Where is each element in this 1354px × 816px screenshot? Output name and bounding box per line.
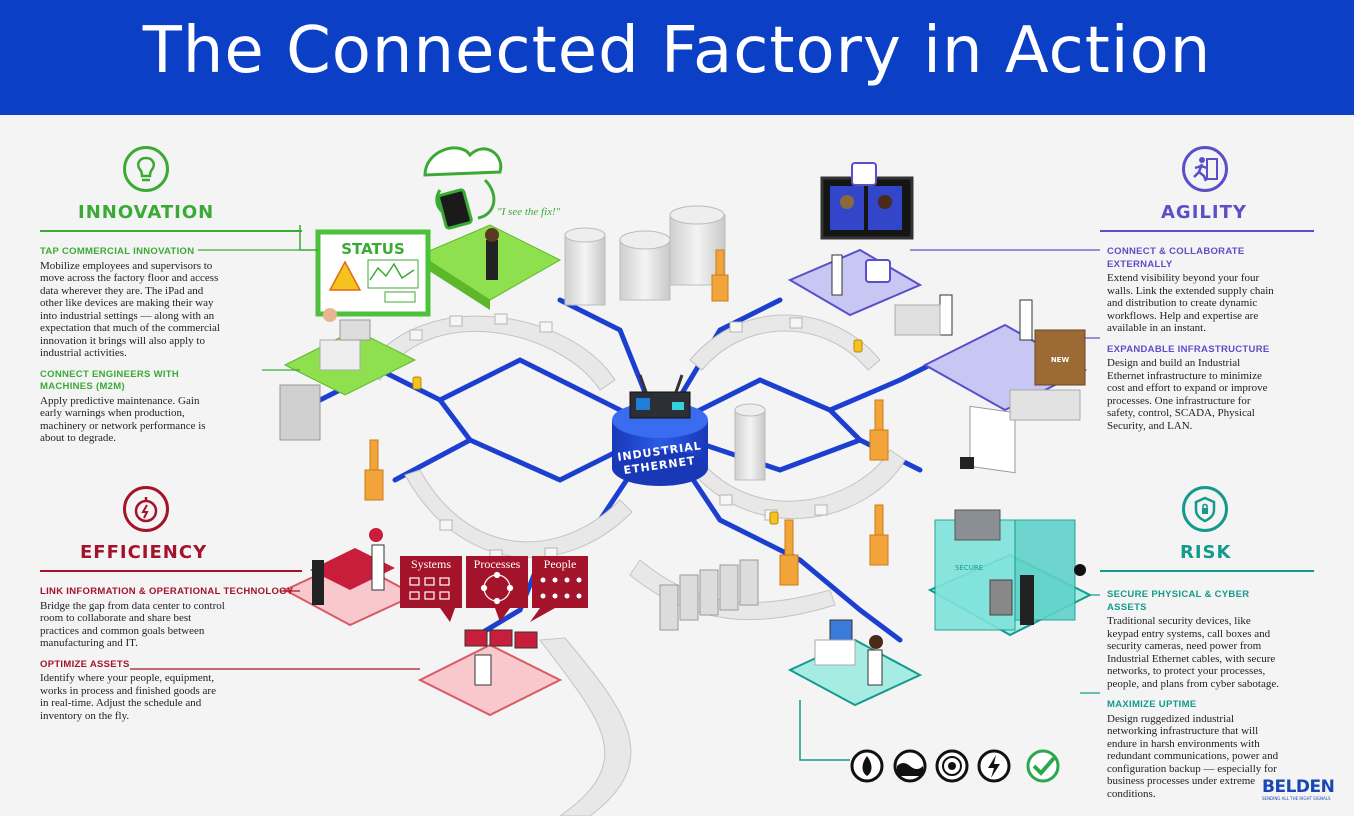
risk-item-2-text: Design ruggedized industrial networking … xyxy=(1107,712,1279,800)
innovation-rule xyxy=(40,230,302,232)
agility-title: AGILITY xyxy=(1161,202,1247,223)
efficiency-item-2-heading: OPTIMIZE ASSETS xyxy=(40,658,130,670)
efficiency-item-2-text: Identify where your people, equipment, w… xyxy=(40,672,216,722)
title-banner: The Connected Factory in Action xyxy=(0,0,1354,115)
innovation-item-2-heading: CONNECT ENGINEERS WITH MACHINES (M2M) xyxy=(40,368,180,393)
risk-text: SECURE PHYSICAL & CYBER ASSETS Tradition… xyxy=(1107,589,1285,800)
efficiency-title: EFFICIENCY xyxy=(80,542,208,563)
agility-item-1-text: Extend visibility beyond your four walls… xyxy=(1107,272,1274,334)
checkmark-icon xyxy=(1026,749,1060,783)
risk-item-1-text: Traditional security devices, like keypa… xyxy=(1107,615,1279,690)
efficiency-item-1-text: Bridge the gap from data center to contr… xyxy=(40,599,225,650)
tag-processes: Processes xyxy=(474,557,521,571)
efficiency-text: LINK INFORMATION & OPERATIONAL TECHNOLOG… xyxy=(40,586,294,722)
innovation-title: INNOVATION xyxy=(78,202,215,223)
lightbulb-icon xyxy=(123,146,169,192)
secure-label: SECURE xyxy=(955,564,983,572)
agility-item-2-heading: EXPANDABLE INFRASTRUCTURE xyxy=(1107,343,1270,355)
boxes xyxy=(409,313,828,561)
belden-tagline: SENDING ALL THE RIGHT SIGNALS xyxy=(1262,796,1331,801)
stopwatch-icon xyxy=(123,486,169,532)
agility-item-2-text: Design and build an Industrial Ethernet … xyxy=(1107,357,1268,432)
efficiency-platform-control xyxy=(417,629,563,717)
status-screen-label: STATUS xyxy=(341,240,405,258)
agility-platform-video xyxy=(787,162,923,317)
factory-scene: INDUSTRIAL ETHERNET "I see the fix!" STA… xyxy=(130,146,1100,816)
innovation-platform-desk xyxy=(279,308,417,441)
cloud-sync-icon xyxy=(423,146,503,220)
shield-lock-icon xyxy=(1182,486,1228,532)
tablet-icon xyxy=(437,188,473,230)
agility-text: CONNECT & COLLABORATE EXTERNALLY Extend … xyxy=(1107,246,1275,432)
risk-item-1-heading: SECURE PHYSICAL & CYBER ASSETS xyxy=(1107,589,1250,613)
tag-people: People xyxy=(544,557,577,571)
running-person-icon xyxy=(1182,146,1228,192)
quote-text: "I see the fix!" xyxy=(497,206,561,218)
status-screen xyxy=(315,229,431,317)
risk-platform-secure-room xyxy=(927,509,1093,637)
efficiency-rule xyxy=(40,570,302,572)
agility-platform-whiteboard xyxy=(894,294,1088,474)
innovation-item-1-heading: TAP COMMERCIAL INNOVATION xyxy=(40,246,195,257)
new-box-label: NEW xyxy=(1051,356,1070,364)
risk-title: RISK xyxy=(1180,542,1232,563)
innovation-platform-top xyxy=(418,224,562,310)
camera-icon xyxy=(960,457,974,469)
innovation-text: TAP COMMERCIAL INNOVATION Mobilize emplo… xyxy=(40,246,220,445)
agility-rule xyxy=(1100,230,1314,232)
bomb-icon xyxy=(1074,564,1086,576)
tag-systems: Systems xyxy=(411,557,451,571)
efficiency-item-1-heading: LINK INFORMATION & OPERATIONAL TECHNOLOG… xyxy=(40,586,294,597)
risk-item-2-heading: MAXIMIZE UPTIME xyxy=(1107,699,1197,710)
belden-logo: BELDEN xyxy=(1262,777,1335,797)
risk-platform-desk xyxy=(787,619,923,707)
innovation-item-1-text: Mobilize employees and supervisors to mo… xyxy=(40,259,220,360)
innovation-item-2-text: Apply predictive maintenance. Gain early… xyxy=(40,394,206,445)
hazard-icons xyxy=(799,700,1060,783)
efficiency-tags xyxy=(400,556,588,622)
agility-item-1-heading: CONNECT & COLLABORATE EXTERNALLY xyxy=(1107,246,1245,270)
efficiency-platform-table xyxy=(282,528,418,627)
innovation-connector xyxy=(299,225,318,251)
server-racks xyxy=(659,559,759,631)
beacons xyxy=(412,339,863,525)
leader-lines xyxy=(130,249,1100,694)
page-title: The Connected Factory in Action xyxy=(142,14,1212,88)
risk-rule xyxy=(1100,570,1314,572)
industrial-ethernet-hub xyxy=(612,374,708,486)
robot-arms xyxy=(364,249,889,586)
